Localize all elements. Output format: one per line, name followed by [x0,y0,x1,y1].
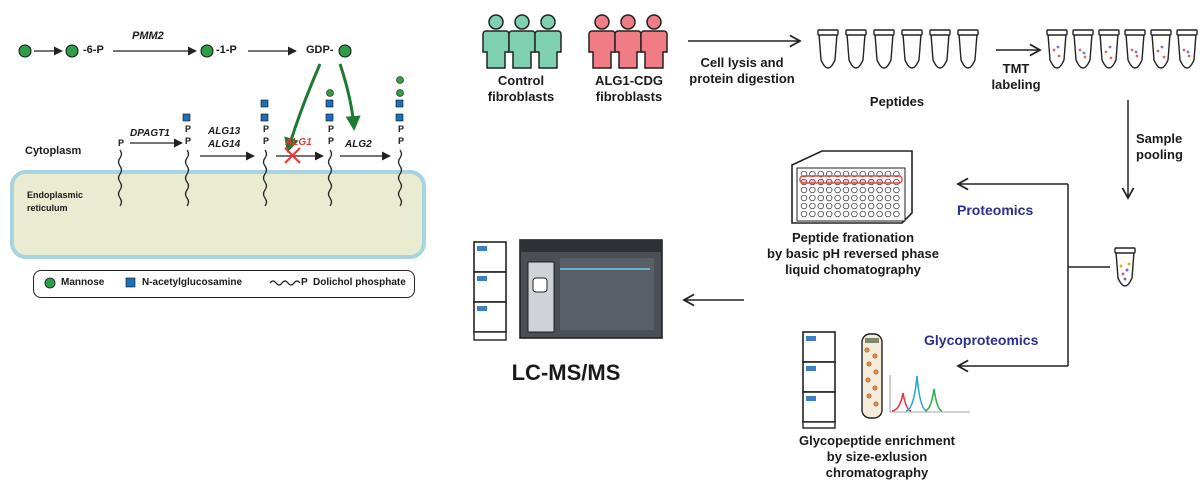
glcnac-icon [125,277,136,288]
legend-mannose-label: Mannose [61,277,105,288]
mannose-icon [65,44,79,58]
phosphate-label: P [185,124,192,134]
fractionation-label-line3: liquid chomatography [785,262,921,277]
dolichol-icon [269,280,301,286]
enzyme-alg1-label: ALG1 [285,137,312,148]
pathway-step1-label: -6-P [83,44,104,56]
enzyme-dpagt1-label: DPAGT1 [130,128,170,139]
tmt-label-line2: labeling [991,77,1041,92]
mannose-icon [338,44,352,58]
green-arrow [284,63,322,153]
enzyme-alg14-label: ALG14 [208,139,241,150]
pathway-diagram [10,44,426,289]
phosphate-label: P [328,124,335,134]
sec-instrument-icon [802,331,883,429]
mannose-icon [396,76,404,84]
control-people-icon [482,14,562,69]
peptides-label: Peptides [869,94,925,109]
enrichment-label-line3: chromatography [825,465,929,480]
phosphate-label: P [263,136,270,146]
proteomics-label: Proteomics [957,202,1034,218]
phosphate-label: P [185,136,192,146]
mannose-icon [326,89,334,97]
enzyme-alg2-label: ALG2 [345,139,372,150]
phosphate-label: P [328,136,335,146]
glycoproteomics-label: Glycoproteomics [924,332,1039,348]
er-label-line2: reticulum [27,203,68,213]
legend-dolichol-p: P [301,277,308,288]
mannose-icon [18,44,32,58]
pooling-label-line2: pooling [1136,147,1183,162]
patient-people-icon [588,14,668,69]
legend-dolichol-label: Dolichol phosphate [313,277,406,288]
enzyme-alg13-label: ALG13 [208,126,241,137]
mannose-icon [396,89,404,97]
tmt-label-line1: TMT [1002,61,1030,76]
glcnac-icon [260,113,269,122]
control-label-line2: fibroblasts [487,89,555,104]
labeled-tubes [1046,29,1198,69]
lysis-label-line1: Cell lysis and [700,55,784,70]
mannose-icon [200,44,214,58]
fractionation-label-line1: Peptide frationation [791,230,915,245]
glcnac-icon [395,113,404,122]
pathway-step2-label: -1-P [216,44,237,56]
peptide-tubes [817,29,979,69]
glcnac-icon [395,99,404,108]
alg1-cdg-label-line2: fibroblasts [595,89,663,104]
green-arrow [338,63,361,131]
mannose-icon [44,277,56,289]
pooling-label-line1: Sample [1136,131,1183,146]
enrichment-label-line2: by size-exlusion [826,449,928,464]
phosphate-label: P [398,124,405,134]
well-plate-icon [791,150,913,224]
cytoplasm-label: Cytoplasm [25,145,82,157]
chromatogram-icon [889,375,970,413]
phosphate-label: P [398,136,405,146]
er-label-line1: Endoplasmic [27,190,84,200]
pathway-step3-label: GDP- [306,44,334,56]
glcnac-icon [325,99,334,108]
fractionation-label-line2: by basic pH reversed phase [767,246,939,261]
enrichment-label-line1: Glycopeptide enrichment [798,433,956,448]
pooled-tube [1114,247,1136,287]
blocked-x-icon [284,147,301,164]
glcnac-icon [182,113,191,122]
lc-ms-instrument-icon [473,239,663,341]
legend-box [33,270,415,298]
er-membrane [10,170,426,259]
lcms-label: LC-MS/MS [511,360,621,385]
glcnac-icon [260,99,269,108]
legend-glcnac-label: N-acetylglucosamine [142,277,243,288]
phosphate-label: P [118,138,125,148]
alg1-cdg-label-line1: ALG1-CDG [595,73,663,88]
phosphate-label: P [263,124,270,134]
enzyme-pmm2-label: PMM2 [132,30,164,42]
glcnac-icon [325,113,334,122]
control-label-line1: Control [497,73,545,88]
lysis-label-line2: protein digestion [689,71,795,86]
